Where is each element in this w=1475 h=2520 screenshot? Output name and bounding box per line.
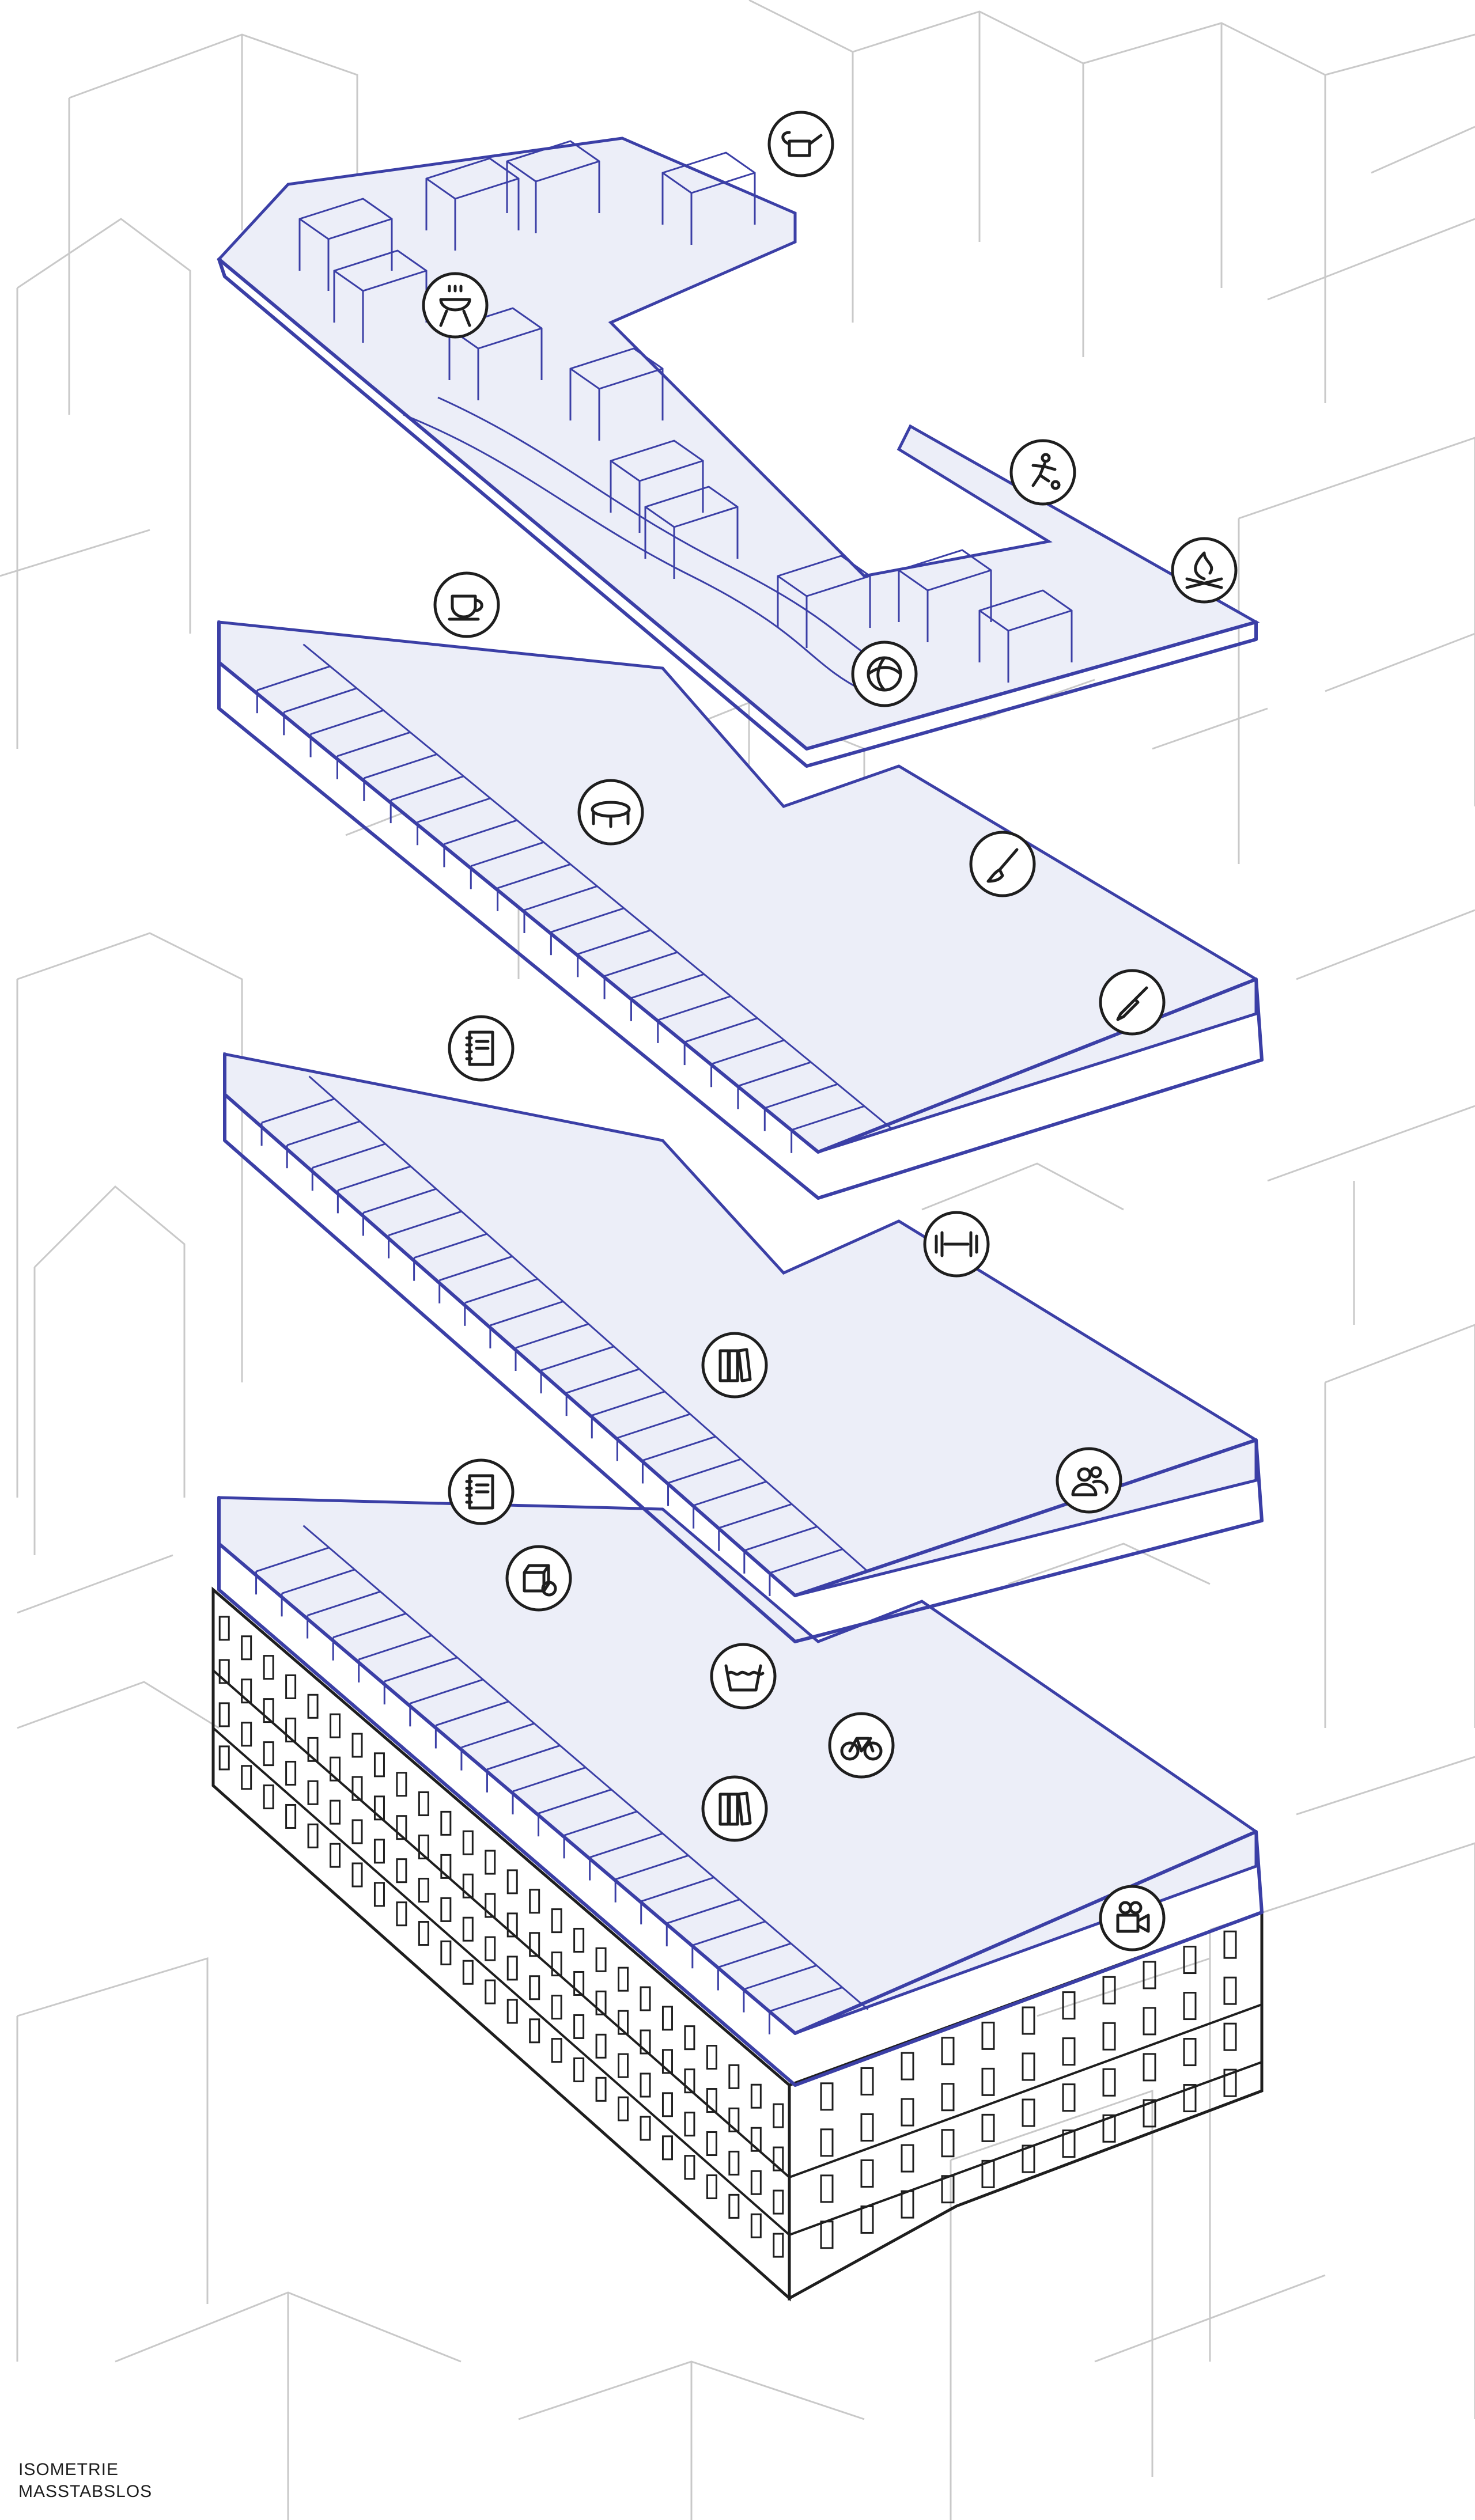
facade-windows-right [820, 1930, 1237, 2249]
bicycle-icon [828, 1712, 895, 1779]
caption-scale: MASSTABSLOS [18, 2482, 153, 2501]
floor-plan-level-2 [223, 1052, 1264, 1643]
grill-icon [422, 272, 489, 339]
people-icon [1056, 1447, 1122, 1514]
parcel-icon [505, 1545, 572, 1612]
screwdriver-icon [1099, 969, 1166, 1036]
watering-can-icon [767, 111, 834, 177]
floor-plan-level-3 [217, 620, 1264, 1200]
existing-building [211, 1586, 1264, 2302]
campfire-icon [1171, 537, 1238, 604]
paintbrush-icon [969, 831, 1036, 897]
drawing-caption: ISOMETRIE MASSTABSLOS [18, 2459, 152, 2503]
programme-icons [422, 111, 1238, 1951]
notebook-icon [448, 1015, 515, 1082]
books-icon [701, 1332, 768, 1399]
notebook-icon [448, 1458, 515, 1525]
laundry-icon [710, 1643, 777, 1710]
ball-icon [851, 641, 918, 707]
football-player-icon [1009, 439, 1076, 506]
dumbbell-icon [923, 1211, 990, 1278]
trampoline-icon [577, 779, 644, 846]
facade-windows-left [218, 1616, 784, 2258]
coffee-cup-icon [433, 571, 500, 638]
floor-plan-level-1 [217, 1496, 1264, 2087]
video-camera-icon [1099, 1885, 1166, 1951]
caption-title: ISOMETRIE [18, 2460, 119, 2479]
books-icon [701, 1775, 768, 1842]
